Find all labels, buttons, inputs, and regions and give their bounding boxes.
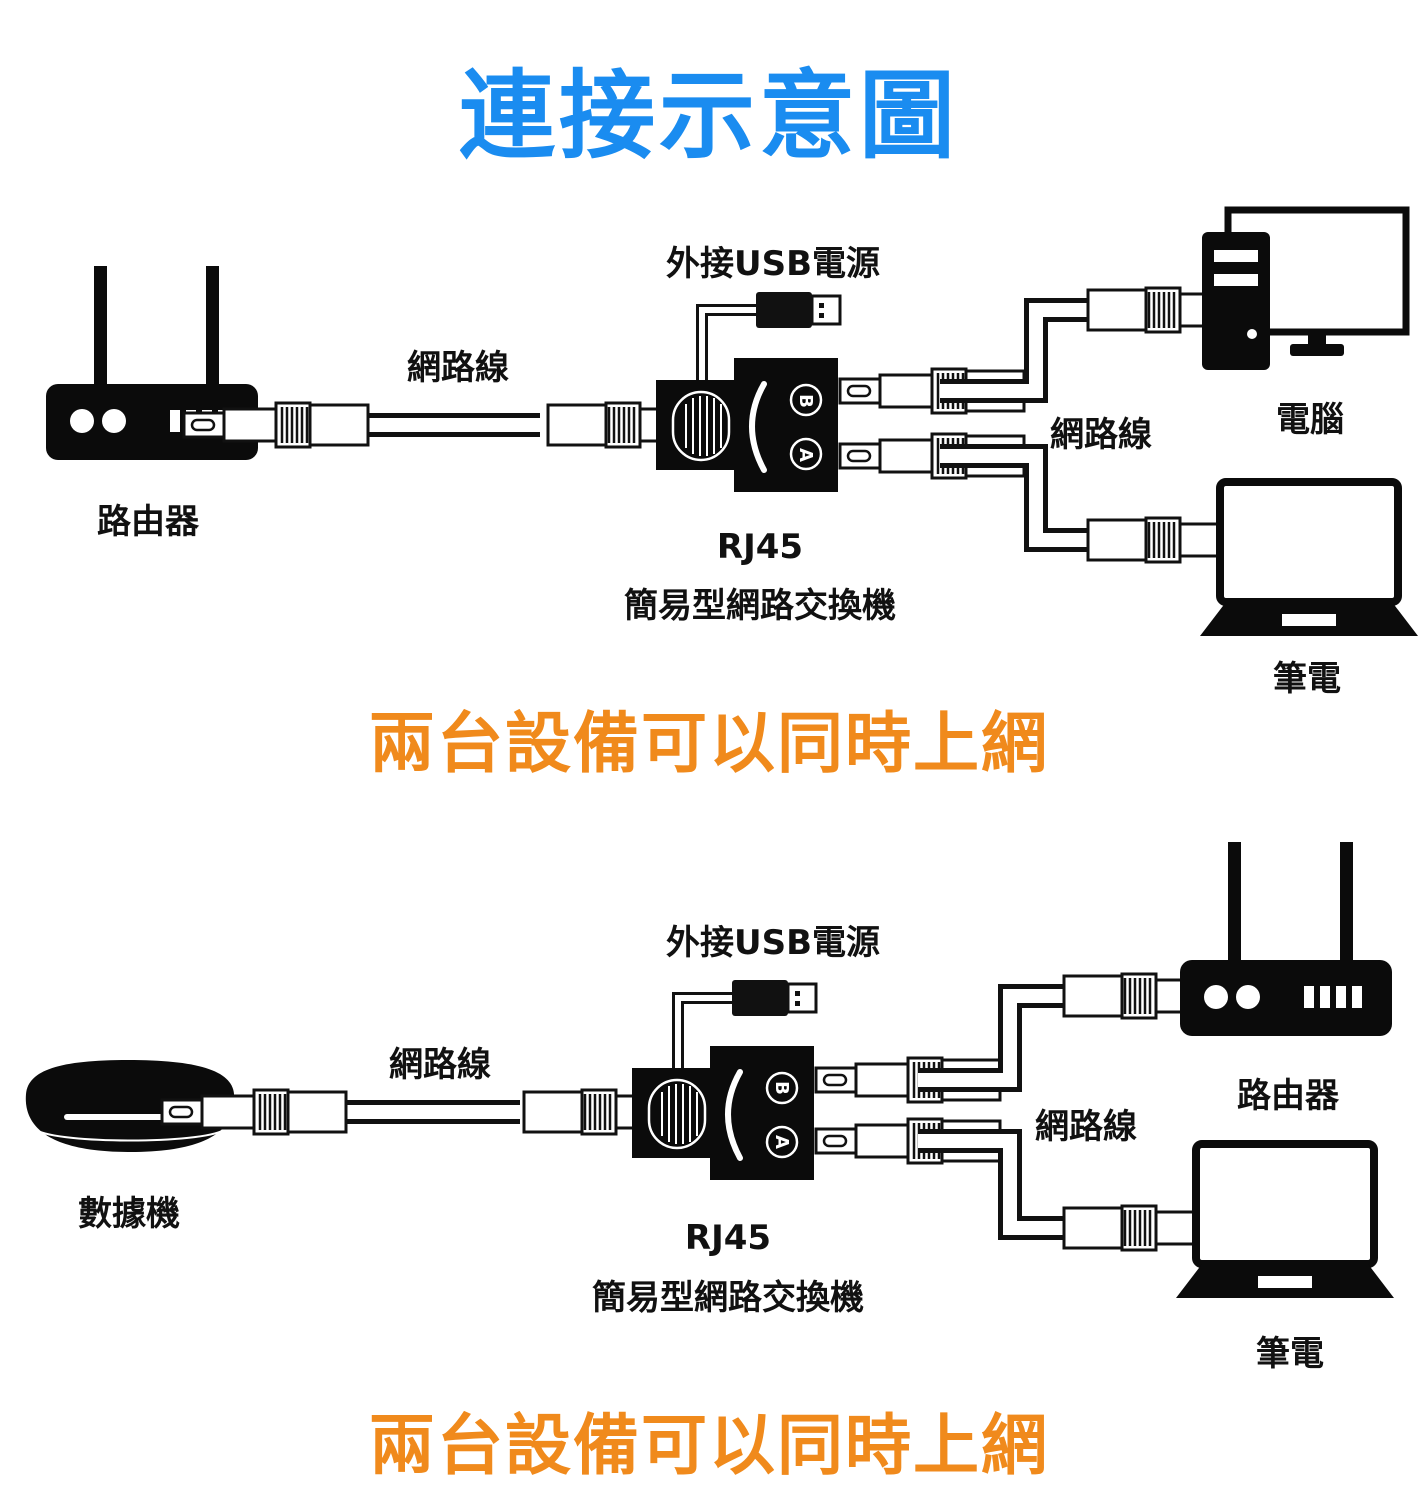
cable-right-label: 網路線 (1035, 1107, 1137, 1147)
laptop-icon (1200, 482, 1418, 636)
switch-name-label: 簡易型網路交換機 (624, 586, 896, 626)
router-label: 路由器 (97, 502, 199, 542)
port-b-text: B (771, 1081, 792, 1095)
router-icon (1180, 842, 1392, 1036)
modem-icon (25, 1060, 235, 1152)
laptop-label: 筆電 (1273, 659, 1341, 699)
slogan-bottom: 兩台設備可以同時上網 (369, 1407, 1049, 1484)
modem-label: 數據機 (78, 1194, 180, 1234)
cable-left-label: 網路線 (389, 1045, 491, 1085)
slogan-top: 兩台設備可以同時上網 (369, 705, 1049, 782)
network-switch-icon (656, 292, 840, 492)
port-a-text: A (795, 448, 816, 462)
cable-right-label: 網路線 (1050, 415, 1152, 455)
computer-icon (1202, 206, 1410, 370)
page-title: 連接示意圖 (459, 60, 959, 172)
switch-model-label: RJ45 (684, 1218, 772, 1258)
laptop-label: 筆電 (1256, 1334, 1324, 1374)
port-b-text: B (795, 394, 816, 408)
usb-power-label: 外接USB電源 (666, 244, 881, 284)
computer-label: 電腦 (1276, 400, 1344, 440)
port-a-text: A (771, 1135, 792, 1149)
laptop-icon (1176, 1144, 1394, 1298)
cable-left-label: 網路線 (407, 348, 509, 388)
router-label: 路由器 (1237, 1076, 1339, 1116)
switch-model-label: RJ45 (716, 527, 804, 567)
switch-name-label: 簡易型網路交換機 (592, 1278, 864, 1318)
network-switch-icon (632, 980, 816, 1180)
usb-power-label: 外接USB電源 (666, 923, 881, 963)
